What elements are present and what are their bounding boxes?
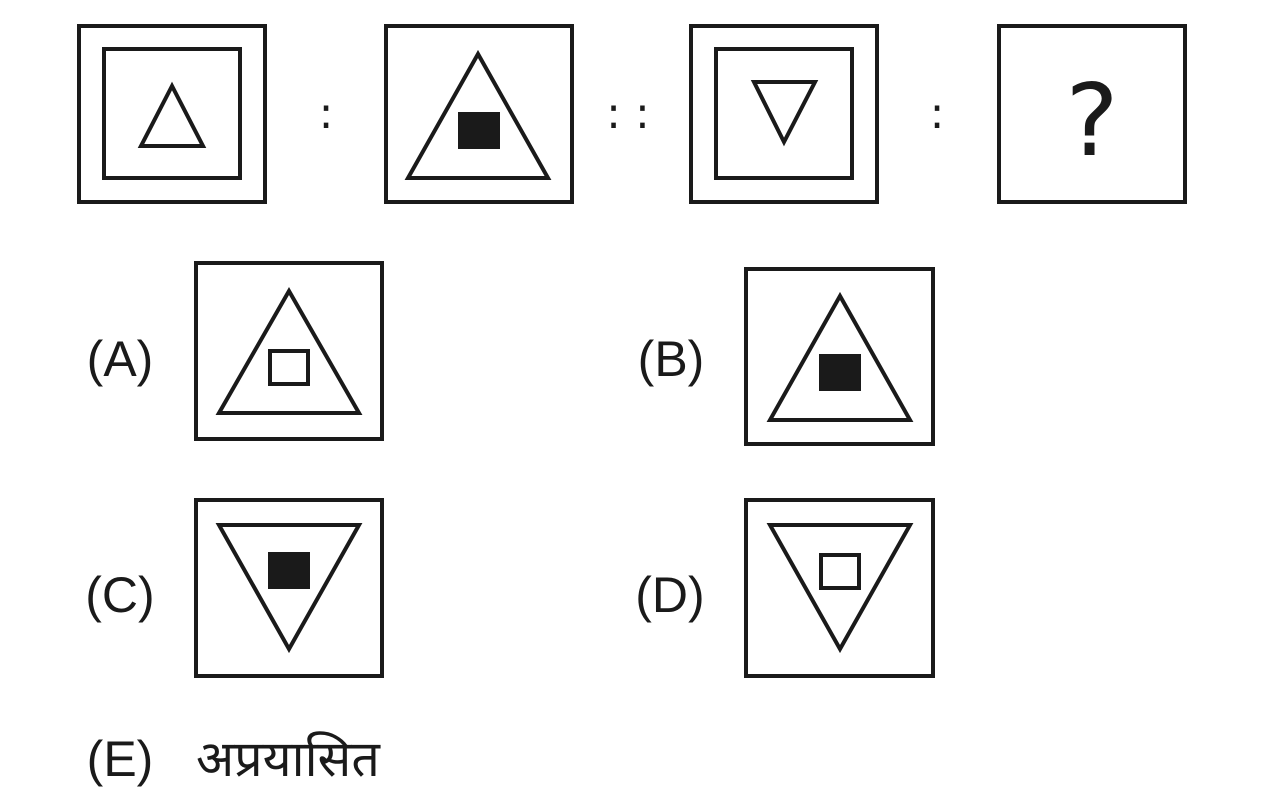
figure-3-inner-square [714, 47, 854, 180]
option-b-filled-square [819, 354, 861, 391]
figure-1-inner-square [102, 47, 242, 180]
option-e[interactable]: (E) अप्रयासित [87, 730, 382, 788]
question-figure-1 [77, 24, 267, 204]
option-d-outer-square [744, 498, 935, 678]
unknown-question-mark: ? [1065, 62, 1118, 179]
option-d-label: (D) [635, 567, 704, 623]
analogy-separator-3: : [930, 88, 945, 139]
option-a[interactable]: (A) [87, 261, 384, 441]
figure-1-outer-square [77, 24, 267, 204]
option-d-triangle-down [766, 523, 914, 654]
option-a-outer-square [194, 261, 384, 441]
option-e-label: (E) [87, 731, 154, 787]
analogy-separator-1: : [319, 88, 334, 139]
option-c-filled-square [268, 552, 310, 589]
figure-4-outer-square [997, 24, 1187, 204]
option-b-label: (B) [638, 331, 705, 387]
figure-2-outer-square [384, 24, 574, 204]
question-row: : : : : ? [77, 24, 1187, 204]
option-a-label: (A) [87, 331, 154, 387]
figure-3-outer-square [689, 24, 879, 204]
option-b-outer-square [744, 267, 935, 446]
analogy-separator-2: : : [606, 88, 650, 139]
option-c-outer-square [194, 498, 384, 678]
option-b[interactable]: (B) [638, 267, 935, 446]
option-c-label: (C) [85, 567, 154, 623]
option-e-text: अप्रयासित [196, 730, 381, 788]
question-figure-3 [689, 24, 879, 204]
figure-2-triangle-up [404, 49, 552, 180]
figure-1-triangle-up [137, 81, 207, 148]
option-d[interactable]: (D) [635, 498, 935, 678]
option-a-hollow-square [268, 349, 310, 386]
option-b-triangle-up [766, 291, 914, 422]
figure-3-triangle-down [750, 80, 819, 147]
option-c-triangle-down [215, 523, 363, 654]
option-d-hollow-square [819, 553, 861, 590]
question-figure-4: ? [997, 24, 1187, 204]
option-a-triangle-up [215, 286, 363, 415]
question-figure-2 [384, 24, 574, 204]
figure-2-filled-square [458, 112, 500, 149]
option-c[interactable]: (C) [85, 498, 384, 678]
